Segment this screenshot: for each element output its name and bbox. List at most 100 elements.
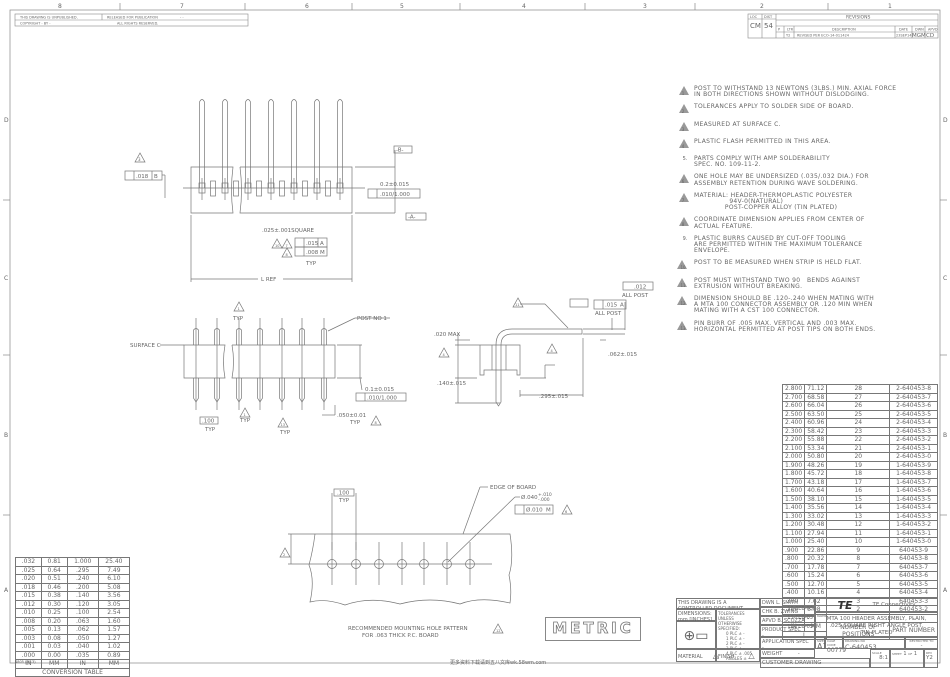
- straightness-tolerance: .010/1.000: [380, 192, 410, 198]
- triangle-flag-icon: [677, 296, 688, 306]
- label: NAME: [817, 614, 828, 618]
- label: CHK: [762, 609, 773, 615]
- table-cell: 16: [826, 486, 891, 496]
- label: SCALE: [872, 651, 882, 655]
- table-cell: 2-640453-0: [889, 452, 938, 462]
- table-cell: 15: [826, 494, 891, 504]
- table-cell: 640453-7: [889, 562, 938, 572]
- rev-dist: 54: [764, 22, 773, 30]
- dimension: .020 MAX: [434, 332, 461, 338]
- table-cell: 27.94: [804, 528, 828, 538]
- table-cell: 2.54: [97, 608, 131, 618]
- table-cell: .500: [781, 579, 806, 589]
- table-cell: 640453-8: [889, 554, 938, 564]
- note-number: 5.: [676, 156, 694, 168]
- table-cell: 43.18: [804, 477, 828, 487]
- table-cell: 2.500: [781, 409, 806, 419]
- note-text: DIMENSION SHOULD BE .120-.240 WHEN MATIN…: [694, 295, 875, 315]
- controlled-note: THIS DRAWING IS A CONTROLLED DOCUMENT.: [676, 598, 760, 612]
- table-cell: 640453-5: [889, 579, 938, 589]
- rev-date: 23SEP14: [896, 34, 912, 38]
- length-ref: L REF: [261, 277, 276, 283]
- date: 13-FEB-03: [787, 615, 813, 621]
- typ-label: TYP: [279, 430, 291, 436]
- drawn-by: DWN L. SMITH 13-FEB-03: [760, 598, 815, 612]
- table-cell: 5: [826, 579, 891, 589]
- table-cell: 38.10: [804, 494, 828, 504]
- table-cell: 5.08: [97, 582, 131, 592]
- table-cell: 6: [826, 571, 891, 581]
- datum-ref: A: [620, 303, 624, 309]
- table-cell: 640453-4: [889, 588, 938, 598]
- table-cell: 58.42: [804, 426, 828, 436]
- table-cell: 1.300: [781, 511, 806, 521]
- header-text: COPYRIGHT - BY -: [20, 22, 51, 26]
- table-cell: 2-640453-2: [889, 435, 938, 445]
- table-cell: 33.02: [804, 511, 828, 521]
- rev-label: LOC: [750, 15, 758, 19]
- zone-label: B: [4, 432, 8, 439]
- header-text: ALL RIGHTS RESERVED.: [117, 22, 158, 26]
- table-cell: .000: [15, 650, 42, 660]
- label: DWN: [762, 600, 775, 606]
- rev-loc: CM: [750, 22, 761, 30]
- table-cell: .010: [15, 608, 42, 618]
- table-cell: 2.300: [781, 426, 806, 436]
- tolerance-minus: -.000: [538, 497, 550, 503]
- rev-col: DESCRIPTION: [832, 28, 856, 32]
- note-text: POST TO WITHSTAND 13 NEWTONS (3LBS.) MIN…: [694, 85, 897, 99]
- table-cell: 35.56: [804, 503, 828, 513]
- table-cell: 2.400: [781, 418, 806, 428]
- rev-desc: REVISED PER ECO-14-011424: [797, 34, 850, 38]
- table-cell: .295: [66, 565, 99, 575]
- note-flag: 8: [286, 253, 288, 257]
- label: DRAWING NO: [845, 639, 866, 643]
- table-cell: .035: [66, 650, 99, 660]
- note-flag: 7: [286, 244, 288, 248]
- table-cell: 23: [826, 426, 891, 436]
- table-cell: 13: [826, 511, 891, 521]
- note-flag: 13: [281, 423, 285, 427]
- header-text: - -: [180, 16, 184, 20]
- position-tolerance: .008: [306, 250, 319, 256]
- table-cell: .015: [15, 591, 42, 601]
- table-cell: 2.600: [781, 401, 806, 411]
- table-cell: 1.700: [781, 477, 806, 487]
- revisions-block: [747, 13, 939, 39]
- table-cell: .032: [15, 557, 42, 567]
- tolerance-line: 2 PLC ± -: [726, 641, 745, 646]
- table-cell: .800: [781, 554, 806, 564]
- note-flag-icon: 12: [676, 296, 694, 315]
- table-cell: 1.000: [66, 557, 99, 567]
- typ-label: TYP: [232, 316, 244, 322]
- hole-diameter: Ø.040: [521, 494, 538, 501]
- note-flag-icon: 2: [676, 104, 694, 115]
- finish-label: FINISH: [718, 654, 735, 660]
- table-cell: 18: [826, 469, 891, 479]
- table-cell: .025: [15, 565, 42, 575]
- note-flag-icon: 8: [676, 217, 694, 229]
- table-cell: .050: [66, 633, 99, 643]
- note-text: PLASTIC FLASH PERMITTED IN THIS AREA.: [694, 137, 831, 145]
- note-text: COORDINATE DIMENSION APPLIES FROM CENTER…: [694, 216, 865, 230]
- note-text: PARTS COMPLY WITH AMP SOLDERABILITY SPEC…: [694, 155, 831, 169]
- projection-symbol-icon: ⊕▭: [676, 621, 716, 649]
- table-cell: 1-640453-3: [889, 511, 938, 521]
- typ-label: TYP: [204, 427, 216, 433]
- table-cell: 0.00: [40, 650, 68, 660]
- table-cell: 6.10: [97, 574, 131, 584]
- table-cell: 71.12: [804, 384, 828, 394]
- table-cell: 2-640453-4: [889, 418, 938, 428]
- note-flag-icon: 3: [676, 121, 694, 133]
- note-number: 12: [680, 301, 686, 307]
